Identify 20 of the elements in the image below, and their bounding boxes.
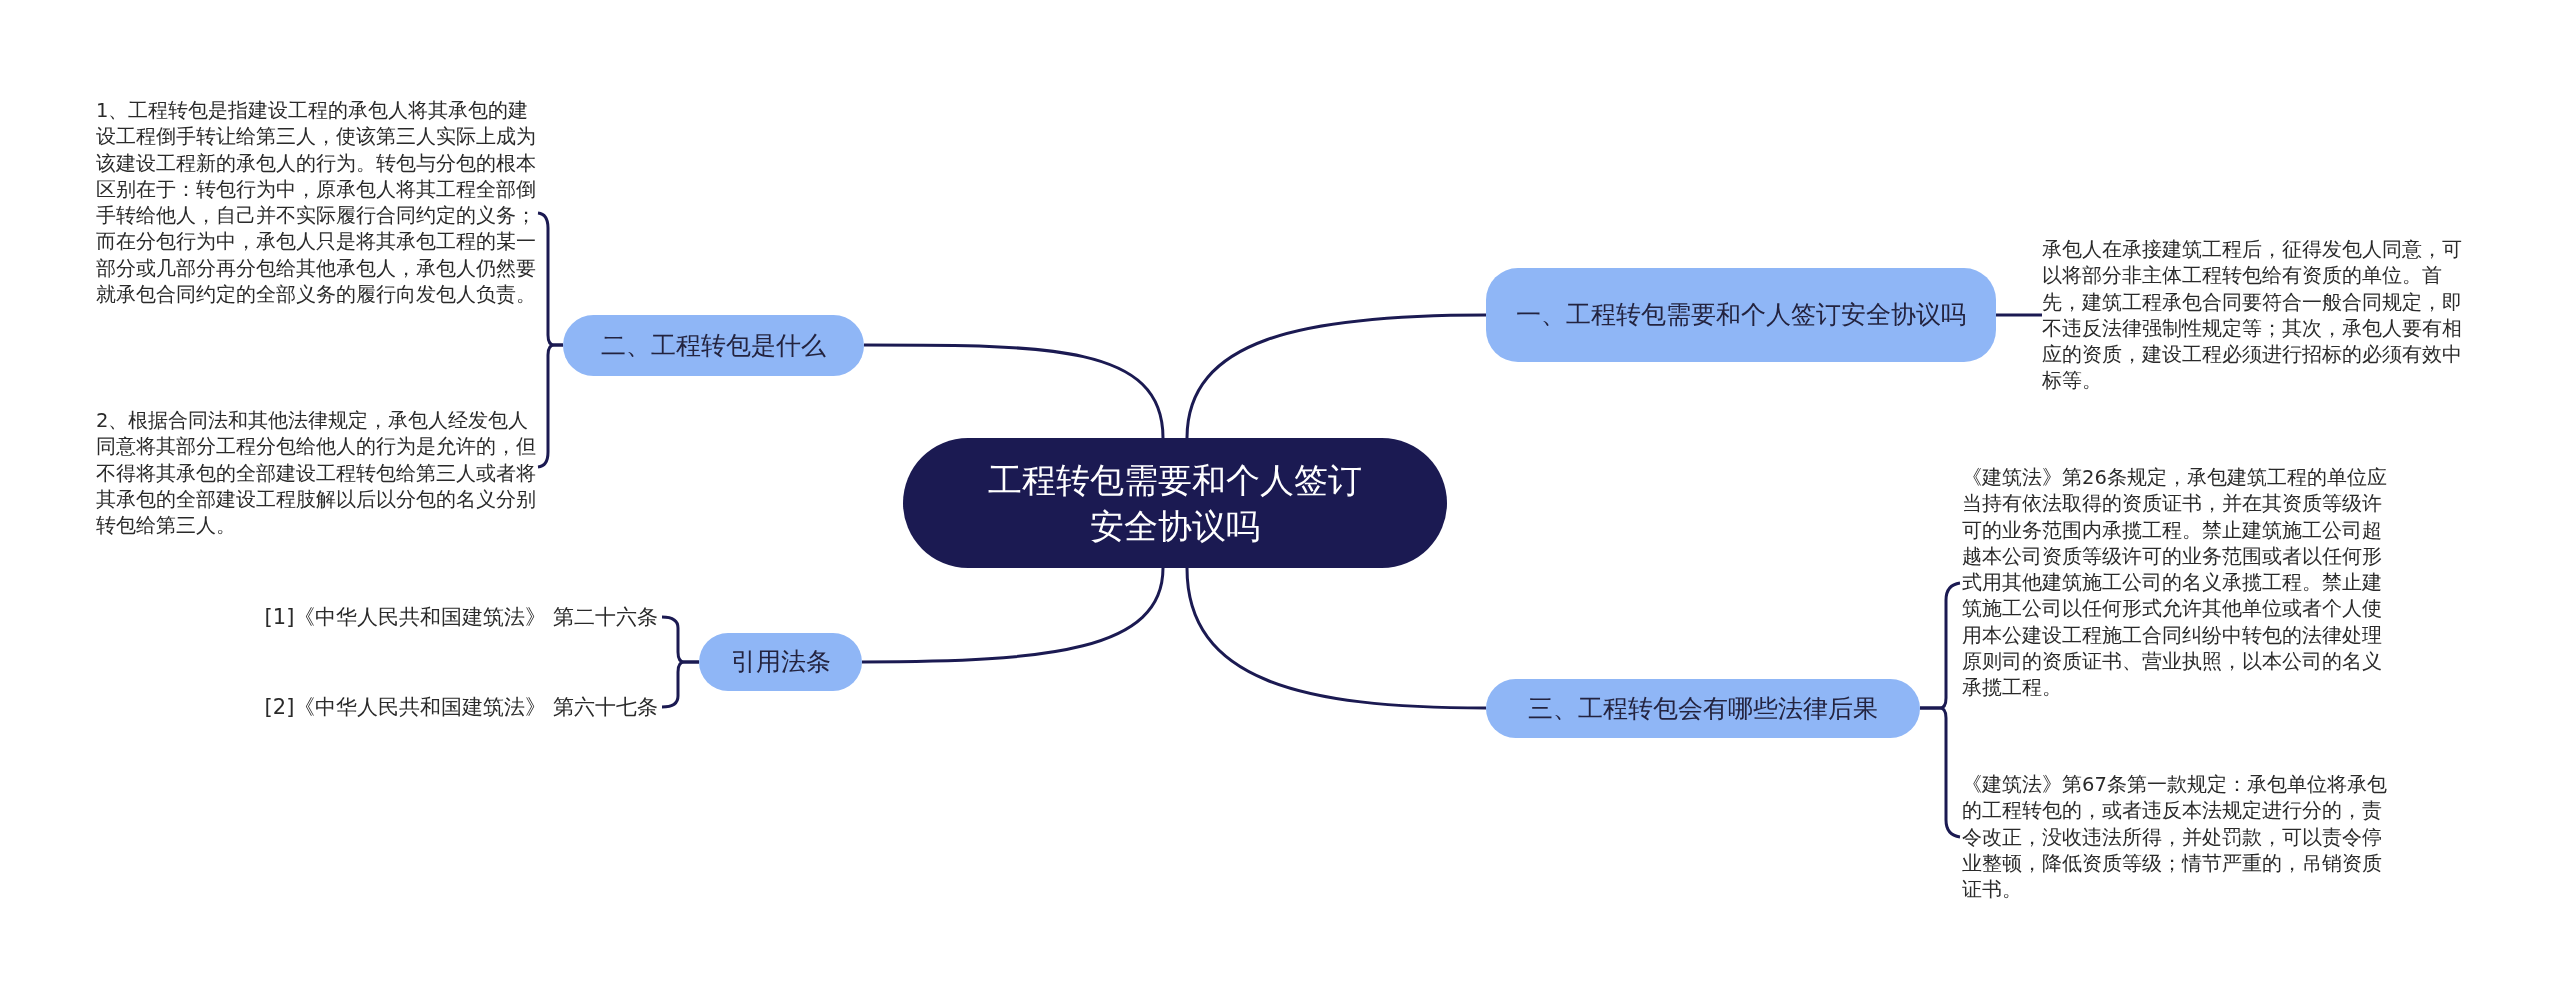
connector-line bbox=[1185, 567, 1486, 710]
citation-text: [1]《中华人民共和国建筑法》 第二十六条 bbox=[250, 604, 658, 630]
topic-box: 三、工程转包会有哪些法律后果 bbox=[1486, 679, 1920, 738]
note-text: 1、工程转包是指建设工程的承包人将其承包的建设工程倒手转让给第三人，使该第三人实际上成为该建设工程新的承包人的行为。转包与分包的根本区别在于：转包行为中，原承包人将其工程全部倒手转给他人，自己并不实际履行合同约定的义务；而在分包行为中，承包人只是将其承包工程的某一部分或几部分再分包给其他承包人，承包人仍然要就承包合同约定的全部义务的履行向发包人负责。 bbox=[96, 98, 536, 309]
connector-line bbox=[1996, 313, 2042, 317]
note-text: 承包人在承接建筑工程后，征得发包人同意，可以将部分非主体工程转包给有资质的单位。首先，建筑工程承包合同要符合一般合同规定，即不违反法律强制性规定等；其次，承包人要有相应的资质，建设工程必须进行招标的必须有效中标等。 bbox=[2042, 237, 2472, 395]
connector-line bbox=[537, 343, 563, 469]
topic-box: 二、工程转包是什么 bbox=[563, 315, 864, 376]
topic-box: 引用法条 bbox=[699, 633, 862, 691]
topic-box: 一、工程转包需要和个人签订安全协议吗 bbox=[1486, 268, 1996, 362]
connector-line bbox=[864, 343, 1165, 439]
central-topic-box: 工程转包需要和个人签订安全协议吗 bbox=[903, 438, 1447, 568]
note-text: 《建筑法》第26条规定，承包建筑工程的单位应当持有依法取得的资质证书，并在其资质等级许可的业务范围内承揽工程。禁止建筑施工公司超越本公司资质等级许可的业务范围或者以任何形式用其他建筑施工公司的名义承揽工程。禁止建筑施工公司以任何形式允许其他单位或者个人使用本公建设工程施工合同纠纷中转包的法律处理原则司的资质证书、营业执照，以本公司的名义承揽工程。 bbox=[1962, 465, 2398, 702]
connector-line bbox=[862, 567, 1165, 664]
connector-line bbox=[661, 660, 699, 709]
connector-line bbox=[1185, 313, 1486, 439]
note-text: 2、根据合同法和其他法律规定，承包人经发包人同意将其部分工程分包给他人的行为是允许的，但不得将其承包的全部建设工程转包给第三人或者将其承包的全部建设工程肢解以后以分包的名义分别转包给第三人。 bbox=[96, 408, 536, 540]
citation-text: [2]《中华人民共和国建筑法》 第六十七条 bbox=[250, 694, 658, 720]
connector-line bbox=[1920, 706, 1961, 839]
note-text: 《建筑法》第67条第一款规定：承包单位将承包的工程转包的，或者违反本法规定进行分的，责令改正，没收违法所得，并处罚款，可以责令停业整顿，降低资质等级；情节严重的，吊销资质证书。 bbox=[1962, 772, 2398, 904]
